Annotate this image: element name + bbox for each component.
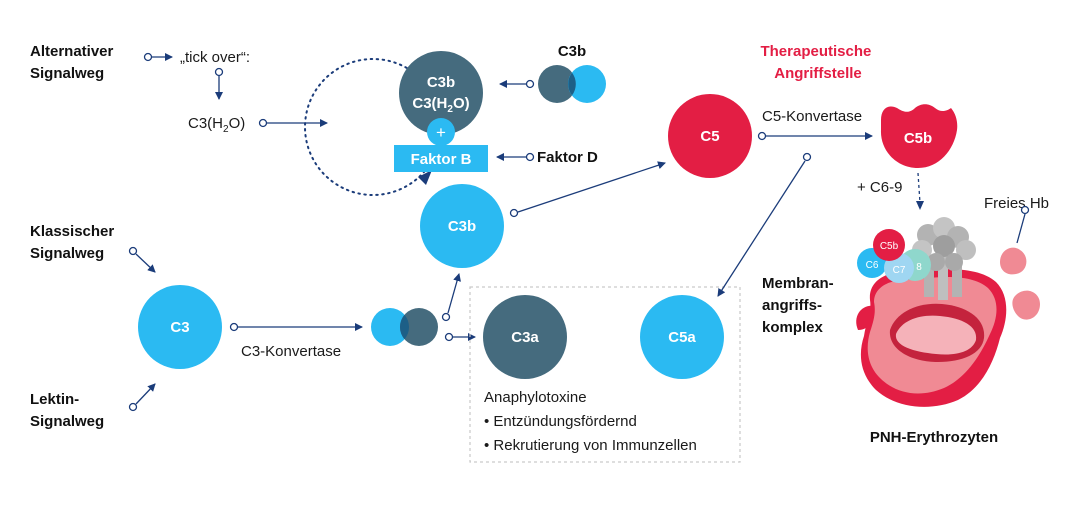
c5-convertase-arrow [757, 131, 873, 141]
to-c3a-arrow [444, 332, 476, 342]
free-hb-label: Freies Hb [984, 195, 1049, 212]
svg-text:C3b: C3b [427, 74, 455, 91]
pnh-erythrocyte-illustration [856, 217, 1007, 407]
c6-9-dashed-arrow [916, 172, 924, 210]
mac-components: C6 C7 8 C5b [857, 229, 931, 283]
c3-node: C3 [138, 285, 222, 369]
svg-text:C7: C7 [893, 265, 906, 276]
factor-d-arrow [496, 152, 535, 162]
c3b-top-arrow [499, 79, 535, 89]
c6-9-label: + C6-9 [857, 179, 902, 196]
to-c3b-arrow [441, 273, 461, 322]
svg-text:+: + [436, 123, 446, 142]
svg-text:C5a: C5a [668, 329, 696, 346]
c3b-top-molecule [538, 65, 606, 103]
c3h2o-label: C3(H2O) [188, 115, 245, 135]
svg-text:C3(H2O): C3(H2O) [412, 95, 469, 115]
lectin-pathway-label: Lektin- Signalweg [30, 391, 104, 430]
factor-b-box: Faktor B [394, 145, 488, 172]
svg-text:C6: C6 [866, 260, 879, 271]
c5-node: C5 [668, 94, 752, 178]
c5b-node: C5b [880, 104, 958, 168]
c5-convertase-label: C5-Konvertase [762, 108, 862, 125]
classic-pathway-label: Klassischer Signalweg [30, 223, 118, 262]
c3-split-molecule [371, 308, 438, 346]
therapeutic-target-label: Therapeutische Angriffstelle [760, 43, 875, 82]
c3a-node: C3a [483, 295, 567, 379]
anaphylatoxin-title: Anaphylotoxine [484, 389, 587, 406]
svg-text:8: 8 [916, 262, 922, 273]
factor-d-label: Faktor D [537, 149, 598, 166]
free-hb-fragments [1000, 247, 1040, 320]
pnh-erythrocyte-label: PNH-Erythrozyten [870, 429, 998, 446]
svg-text:C3a: C3a [511, 329, 539, 346]
anaphylatoxin-bullet-2: • Rekrutierung von Immunzellen [484, 437, 697, 454]
free-hb-pointer [1016, 213, 1026, 244]
svg-text:Faktor B: Faktor B [411, 151, 472, 168]
lectin-arrow [128, 383, 156, 412]
classic-arrow [128, 246, 156, 273]
c3-convertase-label: C3-Konvertase [241, 343, 341, 360]
tick-over-down-arrow [214, 67, 224, 100]
plus-icon: + [427, 118, 455, 146]
anaphylatoxin-bullet-1: • Entzündungsfördernd [484, 413, 637, 430]
tick-over-label: „tick over“: [180, 49, 250, 66]
svg-text:C5: C5 [700, 128, 719, 145]
c3-convertase-arrow [229, 322, 363, 332]
c3b-to-c5-arrow [509, 161, 666, 218]
mac-label: Membran- angriffs- komplex [762, 275, 838, 336]
svg-text:C3: C3 [170, 319, 189, 336]
anaphylatoxin-box [469, 286, 741, 463]
c3b-top-label: C3b [558, 43, 586, 60]
c3b-c3h2o-complex: C3b C3(H2O) [399, 51, 483, 135]
alt-pathway-label: Alternativer Signalweg [30, 43, 118, 82]
svg-text:C5b: C5b [904, 130, 932, 147]
svg-text:C3b: C3b [448, 218, 476, 235]
svg-text:C5b: C5b [880, 241, 899, 252]
c3h2o-arrow [258, 118, 328, 128]
c5a-node: C5a [640, 295, 724, 379]
tick-over-arrow [143, 52, 173, 62]
to-c5a-arrow [717, 152, 812, 297]
c3b-node: C3b [420, 184, 504, 268]
